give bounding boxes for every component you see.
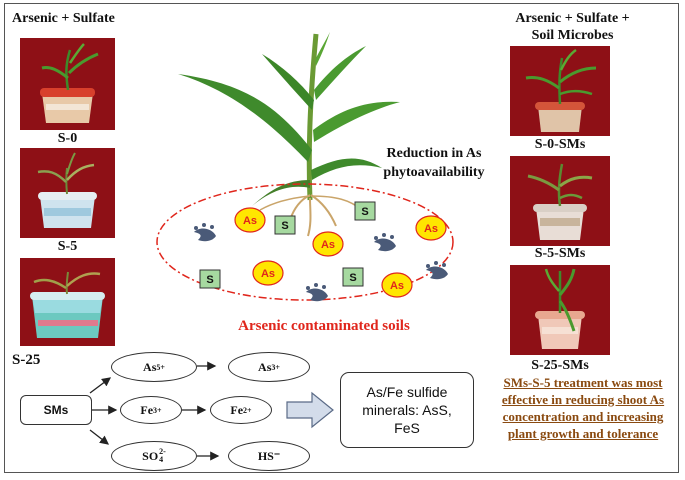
arrow [89,429,110,445]
arsenic-badge: As [415,215,447,241]
as3-label: As [258,359,272,374]
sulfate-box: S [199,269,221,289]
arsenic-badge: As [252,260,284,286]
svg-text:S: S [361,206,368,218]
arsenic-badge: As [381,272,413,298]
sulfate-box: S [354,201,376,221]
figure-frame [4,3,679,473]
so4-charge: 2- [159,447,166,456]
reduction-line1: Reduction in As [386,146,482,161]
label-s5-sms: S-5-SMs [534,246,586,261]
potted-plant-image [525,48,597,132]
svg-text:As: As [390,280,404,292]
potted-plant-image [30,271,105,338]
fe2-charge: 2+ [243,405,252,415]
arsenic-badge: As [234,207,266,233]
so4-subscript: 4 [159,455,164,464]
maize-plant-image [178,32,400,237]
label-s25-sms: S-25-SMs [531,358,589,373]
right-heading-line2: Soil Microbes [531,28,614,43]
potted-plant-image [527,163,593,240]
hs-node: HS⁻ [228,441,310,471]
result-line2: minerals: AsS, [362,402,452,418]
hs-label: HS⁻ [257,448,281,463]
fe3-charge: 3+ [153,405,162,415]
svg-text:S: S [281,220,288,232]
microbe-icon [194,223,216,242]
photo-s5 [20,148,115,238]
sms-box: SMs [20,395,92,425]
microbe-icon [374,233,396,252]
svg-text:As: As [261,268,275,280]
label-s0-sms: S-0-SMs [534,137,586,152]
right-heading: Arsenic + Sulfate + Soil Microbes [470,10,675,44]
label-s25: S-25 [12,352,41,368]
result-line1: As/Fe sulfide [366,384,448,400]
potted-plant-image [37,152,97,228]
photo-s0 [20,38,115,130]
photo-s25-sms [510,265,610,355]
arsenic-badge: As [312,231,344,257]
sms-label: SMs [43,403,69,417]
svg-text:S: S [349,272,356,284]
sulfate-box: S [274,215,296,235]
photo-s0-sms [510,46,610,136]
photo-s25 [20,258,115,346]
photo-s5-sms [510,156,610,246]
microbe-icon [306,283,328,302]
reduction-line2: phytoavailability [383,165,485,180]
as5-label: As [143,359,157,374]
as5-charge: 5+ [156,362,165,372]
potted-plant-image [40,43,99,123]
fe3-label: Fe [140,402,154,417]
svg-text:As: As [424,223,438,235]
contaminated-soil-oval [156,183,454,301]
so4-label: SO [142,448,159,463]
fe2-label: Fe [230,402,244,417]
label-s5: S-5 [57,239,78,254]
summary-text: SMs-S-5 treatment was most effective in … [501,375,665,441]
left-heading: Arsenic + Sulfate [12,11,115,26]
soil-title: Arsenic contaminated soils [238,318,410,334]
result-line3: FeS [394,420,420,436]
svg-text:As: As [321,239,335,251]
block-arrow [286,391,334,429]
as3-charge: 3+ [271,362,280,372]
svg-text:S: S [206,274,213,286]
arrow [89,377,112,394]
microbe-icon [426,261,448,280]
sulfide-minerals-box: As/Fe sulfide minerals: AsS, FeS [340,372,474,448]
sulfate-box: S [342,267,364,287]
potted-plant-image [535,268,585,349]
right-heading-line1: Arsenic + Sulfate + [515,11,630,26]
svg-text:As: As [243,215,257,227]
center-illustration: As As As As As S S S S [156,32,454,302]
reduction-label: Reduction in As phytoavailability [364,144,504,182]
label-s0: S-0 [57,131,78,146]
